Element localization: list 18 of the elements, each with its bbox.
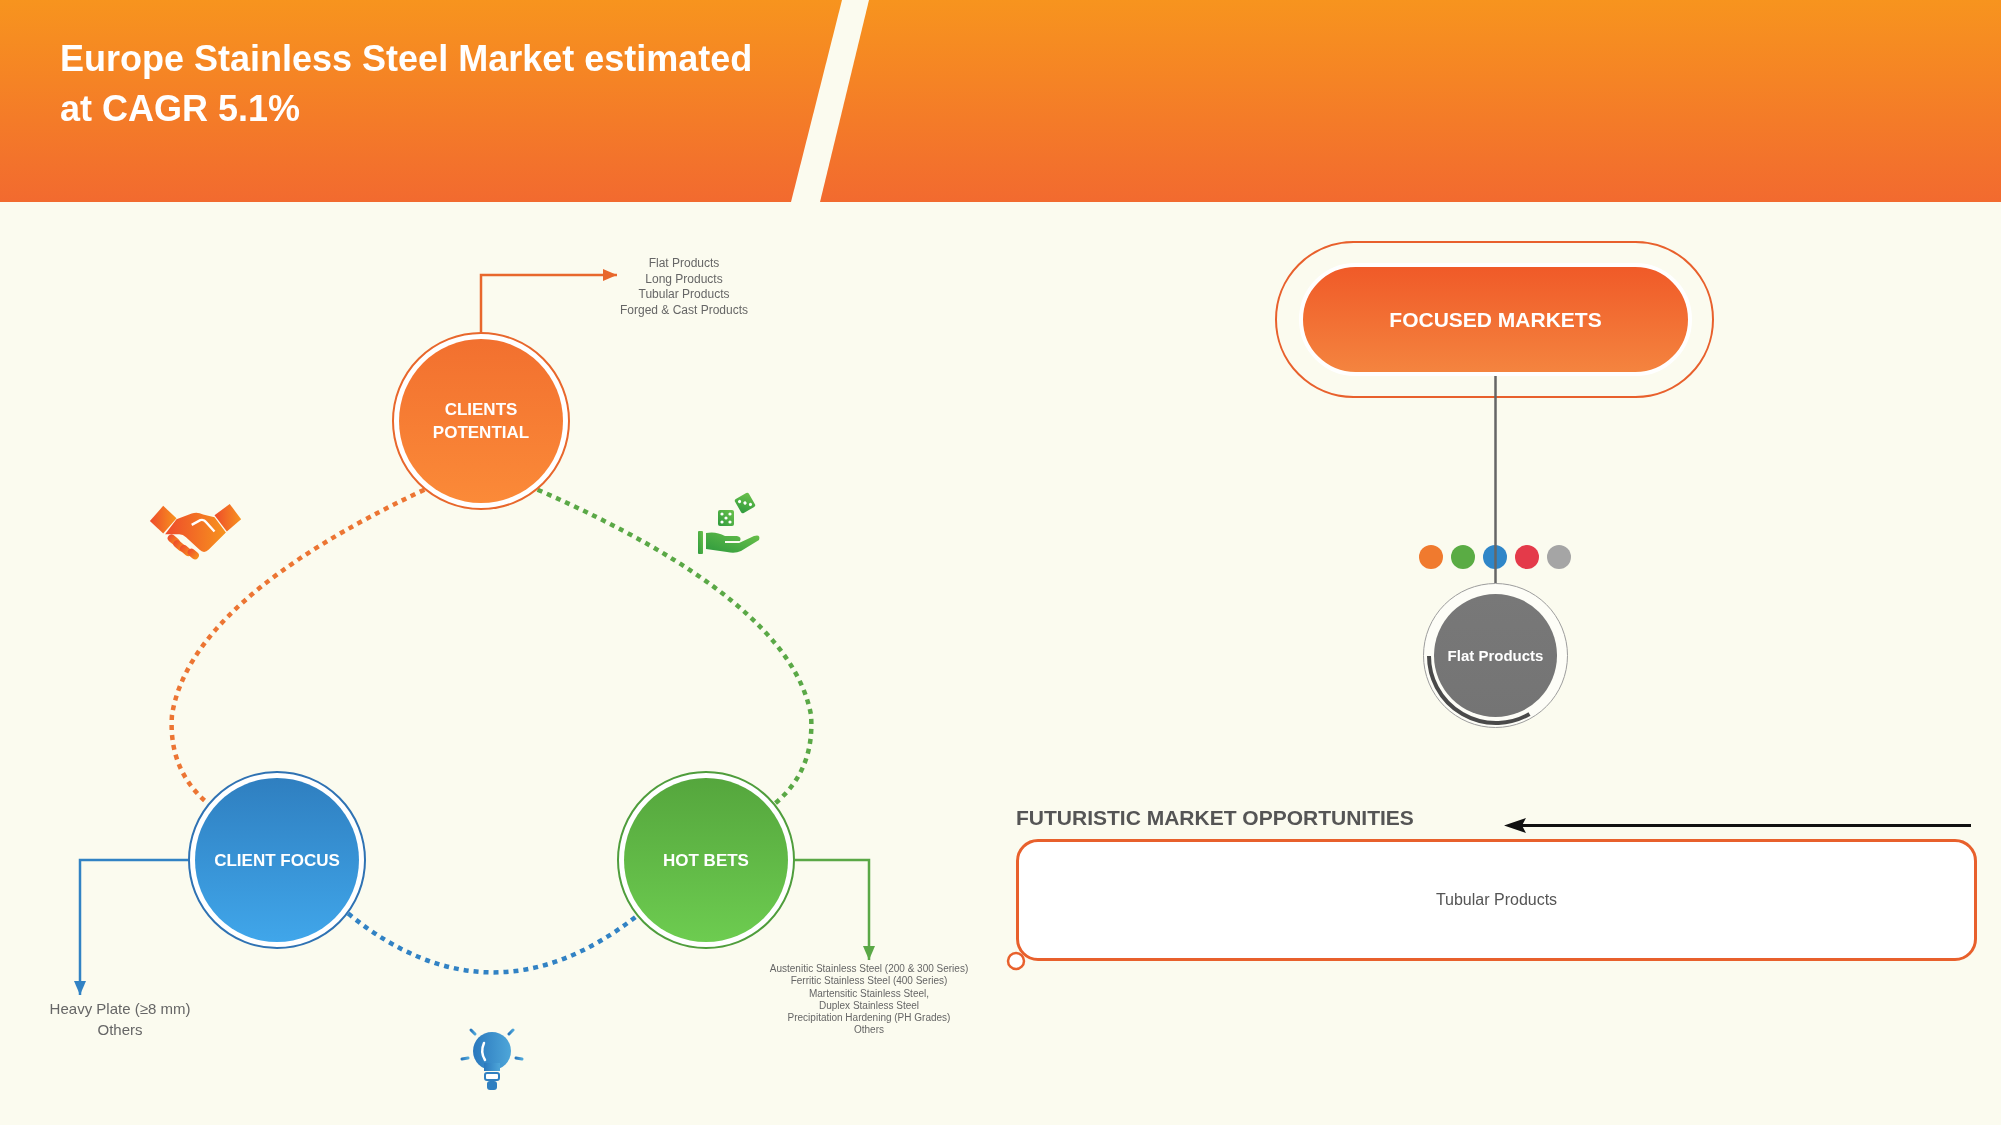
- pill-label: FOCUSED MARKETS: [1389, 307, 1602, 332]
- panel-text: Tubular Products: [1435, 891, 1558, 909]
- circle-label: HOT BETS: [663, 849, 749, 872]
- circle-label: CLIENTS POTENTIAL: [431, 399, 531, 444]
- elbow-arrow: [479, 269, 617, 332]
- category-list: Austenitic Stainless Steel (200 & 300 Series) Ferritic Stainless Steel (400 Series) Martensitic Stainless Steel, Duplex Stainless Steel Precipitation Hardening (PH Grades) Others: [769, 963, 969, 1037]
- category-list: Flat Products Long Products Tubular Products Forged & Cast Products: [619, 256, 749, 318]
- rounded-pill: [1299, 263, 1692, 376]
- category-list: Heavy Plate (≥8 mm) Others: [49, 998, 191, 1040]
- dotted-arc: [536, 487, 814, 806]
- connector-line: [1494, 376, 1497, 583]
- dotted-arc: [346, 911, 639, 975]
- circle-label: CLIENT FOCUS: [214, 849, 340, 872]
- circle-label: Flat Products: [1447, 646, 1544, 666]
- section-heading: FUTURISTIC MARKET OPPORTUNITIES: [1016, 806, 1414, 830]
- page-title: Europe Stainless Steel Market estimated at CAGR 5.1%: [60, 37, 754, 131]
- elbow-arrow: [74, 858, 188, 995]
- elbow-arrow: [795, 858, 875, 960]
